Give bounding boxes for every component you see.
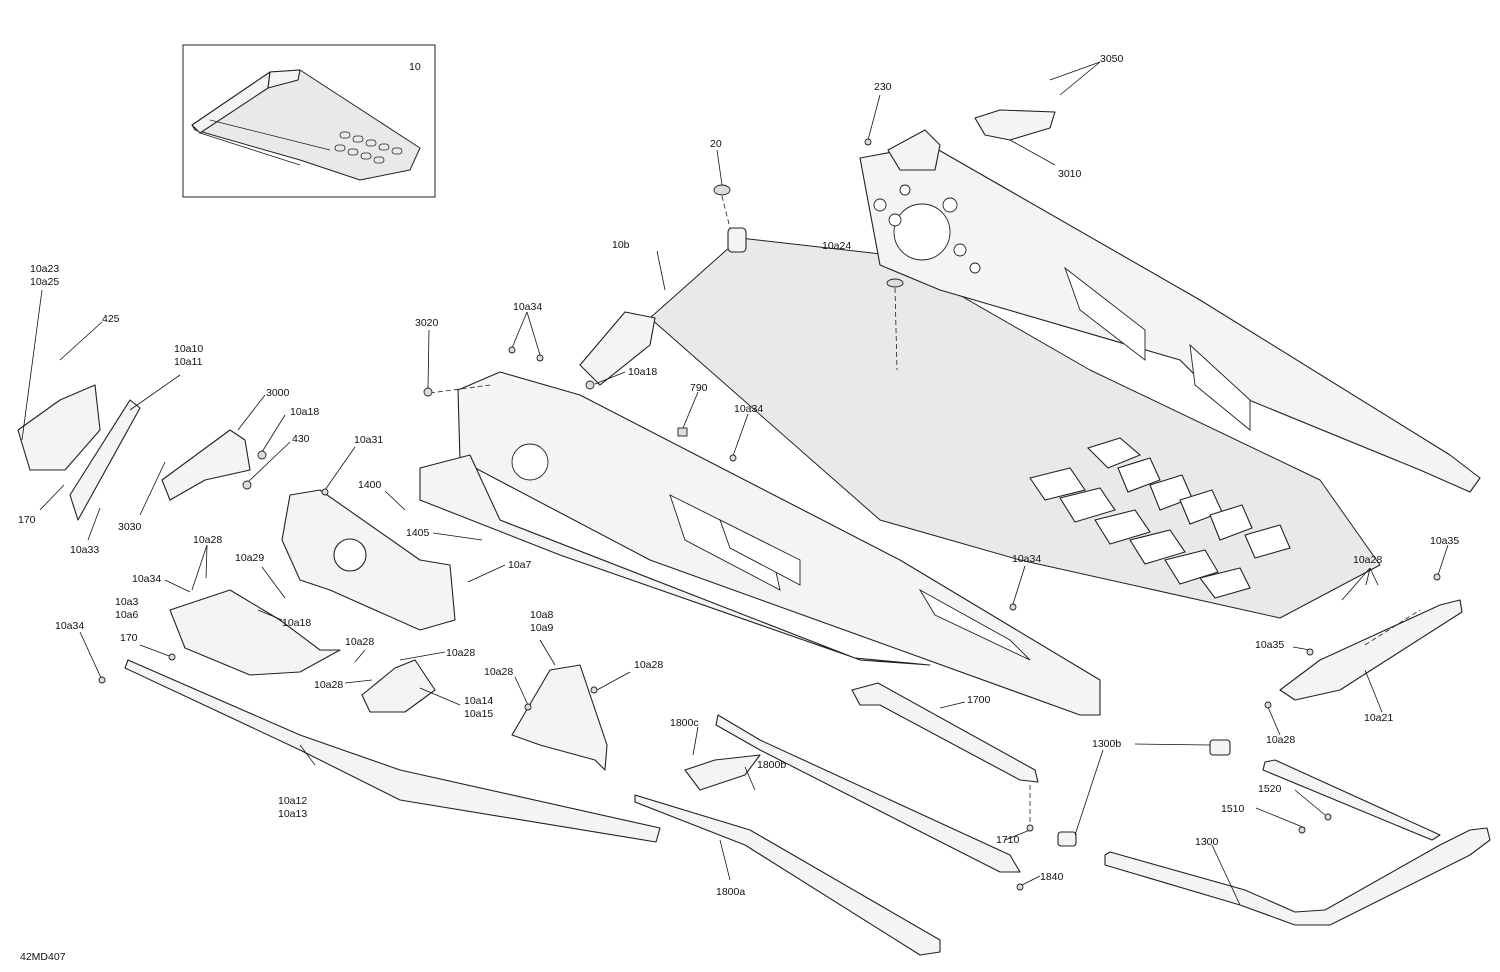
callout-labels: 10b 20 230 3050 3010 10a24 10a23 10a25 4… bbox=[18, 53, 1459, 963]
callout-10a34-mid: 10a34 bbox=[734, 403, 763, 415]
callout-1400: 1400 bbox=[358, 479, 382, 491]
bracket-1800c bbox=[684, 754, 761, 791]
callout-3010: 3010 bbox=[1058, 168, 1082, 180]
clip-1300b-lower bbox=[1057, 831, 1077, 847]
callout-3000: 3000 bbox=[266, 387, 290, 399]
callout-10a34-right: 10a34 bbox=[1012, 553, 1041, 565]
callout-1405: 1405 bbox=[406, 527, 430, 539]
post-20 bbox=[727, 227, 747, 253]
callout-10a3: 10a3 bbox=[115, 596, 139, 608]
gusset-10a8 bbox=[511, 664, 608, 771]
callout-10a18-mid: 10a18 bbox=[628, 366, 657, 378]
callout-430: 430 bbox=[292, 433, 310, 445]
bracket-10a14 bbox=[361, 659, 436, 713]
callout-10a35-a: 10a35 bbox=[1430, 535, 1459, 547]
callout-10a28-a: 10a28 bbox=[193, 534, 222, 546]
callout-10a28-b: 10a28 bbox=[345, 636, 374, 648]
callout-1710: 1710 bbox=[996, 834, 1020, 846]
callout-10a9: 10a9 bbox=[530, 622, 554, 634]
callout-10b: 10b bbox=[612, 239, 630, 251]
bracket-3000 bbox=[161, 429, 251, 501]
callout-1840: 1840 bbox=[1040, 871, 1064, 883]
inset-chassis-thumbnail bbox=[191, 69, 421, 181]
callout-10a15: 10a15 bbox=[464, 708, 493, 720]
callout-10a18-low: 10a18 bbox=[282, 617, 311, 629]
callout-10a34-top: 10a34 bbox=[513, 301, 542, 313]
skid-plate-10a3 bbox=[169, 589, 341, 676]
bracket-front-upper bbox=[887, 129, 941, 171]
callout-790: 790 bbox=[690, 382, 708, 394]
callout-10a31: 10a31 bbox=[354, 434, 383, 446]
callout-10a28-h: 10a28 bbox=[1266, 734, 1295, 746]
rail-1800a bbox=[634, 794, 941, 956]
callout-425: 425 bbox=[102, 313, 120, 325]
fasteners bbox=[98, 138, 1441, 891]
callout-10a13: 10a13 bbox=[278, 808, 307, 820]
callout-20: 20 bbox=[710, 138, 722, 150]
callout-10a28-c: 10a28 bbox=[446, 647, 475, 659]
callout-1800a: 1800a bbox=[716, 886, 745, 898]
callout-10a6: 10a6 bbox=[115, 609, 139, 621]
callout-10a25: 10a25 bbox=[30, 276, 59, 288]
bracket-3010 bbox=[974, 109, 1056, 141]
callout-170-left: 170 bbox=[18, 514, 36, 526]
callout-10a29: 10a29 bbox=[235, 552, 264, 564]
callout-1800b: 1800b bbox=[757, 759, 786, 771]
tunnel-10b bbox=[419, 144, 1481, 716]
callout-1300: 1300 bbox=[1195, 836, 1219, 848]
grommet-10a24 bbox=[886, 278, 904, 288]
slide-1700 bbox=[851, 682, 1039, 783]
callout-10a11: 10a11 bbox=[174, 356, 203, 368]
callout-10a12: 10a12 bbox=[278, 795, 307, 807]
callout-10a34-b: 10a34 bbox=[132, 573, 161, 585]
rail-10a12 bbox=[124, 659, 661, 843]
callout-10a24: 10a24 bbox=[822, 240, 851, 252]
callout-10a28-f: 10a28 bbox=[634, 659, 663, 671]
callout-10a28-g: 10a28 bbox=[1353, 554, 1382, 566]
callout-3030: 3030 bbox=[118, 521, 142, 533]
callout-10a28-e: 10a28 bbox=[484, 666, 513, 678]
callout-3020: 3020 bbox=[415, 317, 439, 329]
rail-1300-upper bbox=[1262, 759, 1441, 841]
callout-3050: 3050 bbox=[1100, 53, 1124, 65]
callout-10a8: 10a8 bbox=[530, 609, 554, 621]
clip-1300b bbox=[1209, 739, 1231, 756]
callout-1510: 1510 bbox=[1221, 803, 1245, 815]
callout-170-low: 170 bbox=[120, 632, 138, 644]
grommet-20 bbox=[713, 184, 731, 196]
callout-230: 230 bbox=[874, 81, 892, 93]
callout-10a18-left: 10a18 bbox=[290, 406, 319, 418]
assembly-dashes bbox=[429, 195, 1421, 830]
inset-frame bbox=[182, 44, 436, 198]
callout-10a34-c: 10a34 bbox=[55, 620, 84, 632]
inset-label: 10 bbox=[409, 61, 421, 73]
rail-1800b bbox=[715, 714, 1021, 873]
callout-10a23: 10a23 bbox=[30, 263, 59, 275]
callout-10a7: 10a7 bbox=[508, 559, 532, 571]
plate-10a23 bbox=[17, 384, 101, 471]
callout-10a35-b: 10a35 bbox=[1255, 639, 1284, 651]
strip-10a10 bbox=[69, 399, 141, 521]
callout-1300b: 1300b bbox=[1092, 738, 1121, 750]
diagram-code: 42MD407 bbox=[20, 951, 66, 963]
panel-10a31 bbox=[281, 489, 456, 631]
callout-10a33: 10a33 bbox=[70, 544, 99, 556]
callout-1520: 1520 bbox=[1258, 783, 1282, 795]
callout-10a14: 10a14 bbox=[464, 695, 493, 707]
ski-loop-1300 bbox=[1104, 827, 1491, 926]
leader-lines bbox=[21, 61, 1449, 906]
callout-10a21: 10a21 bbox=[1364, 712, 1393, 724]
callout-1800c: 1800c bbox=[670, 717, 699, 729]
callout-1700: 1700 bbox=[967, 694, 991, 706]
bumper-10a21 bbox=[1279, 599, 1463, 701]
callout-10a10: 10a10 bbox=[174, 343, 203, 355]
callout-10a28-d: 10a28 bbox=[314, 679, 343, 691]
